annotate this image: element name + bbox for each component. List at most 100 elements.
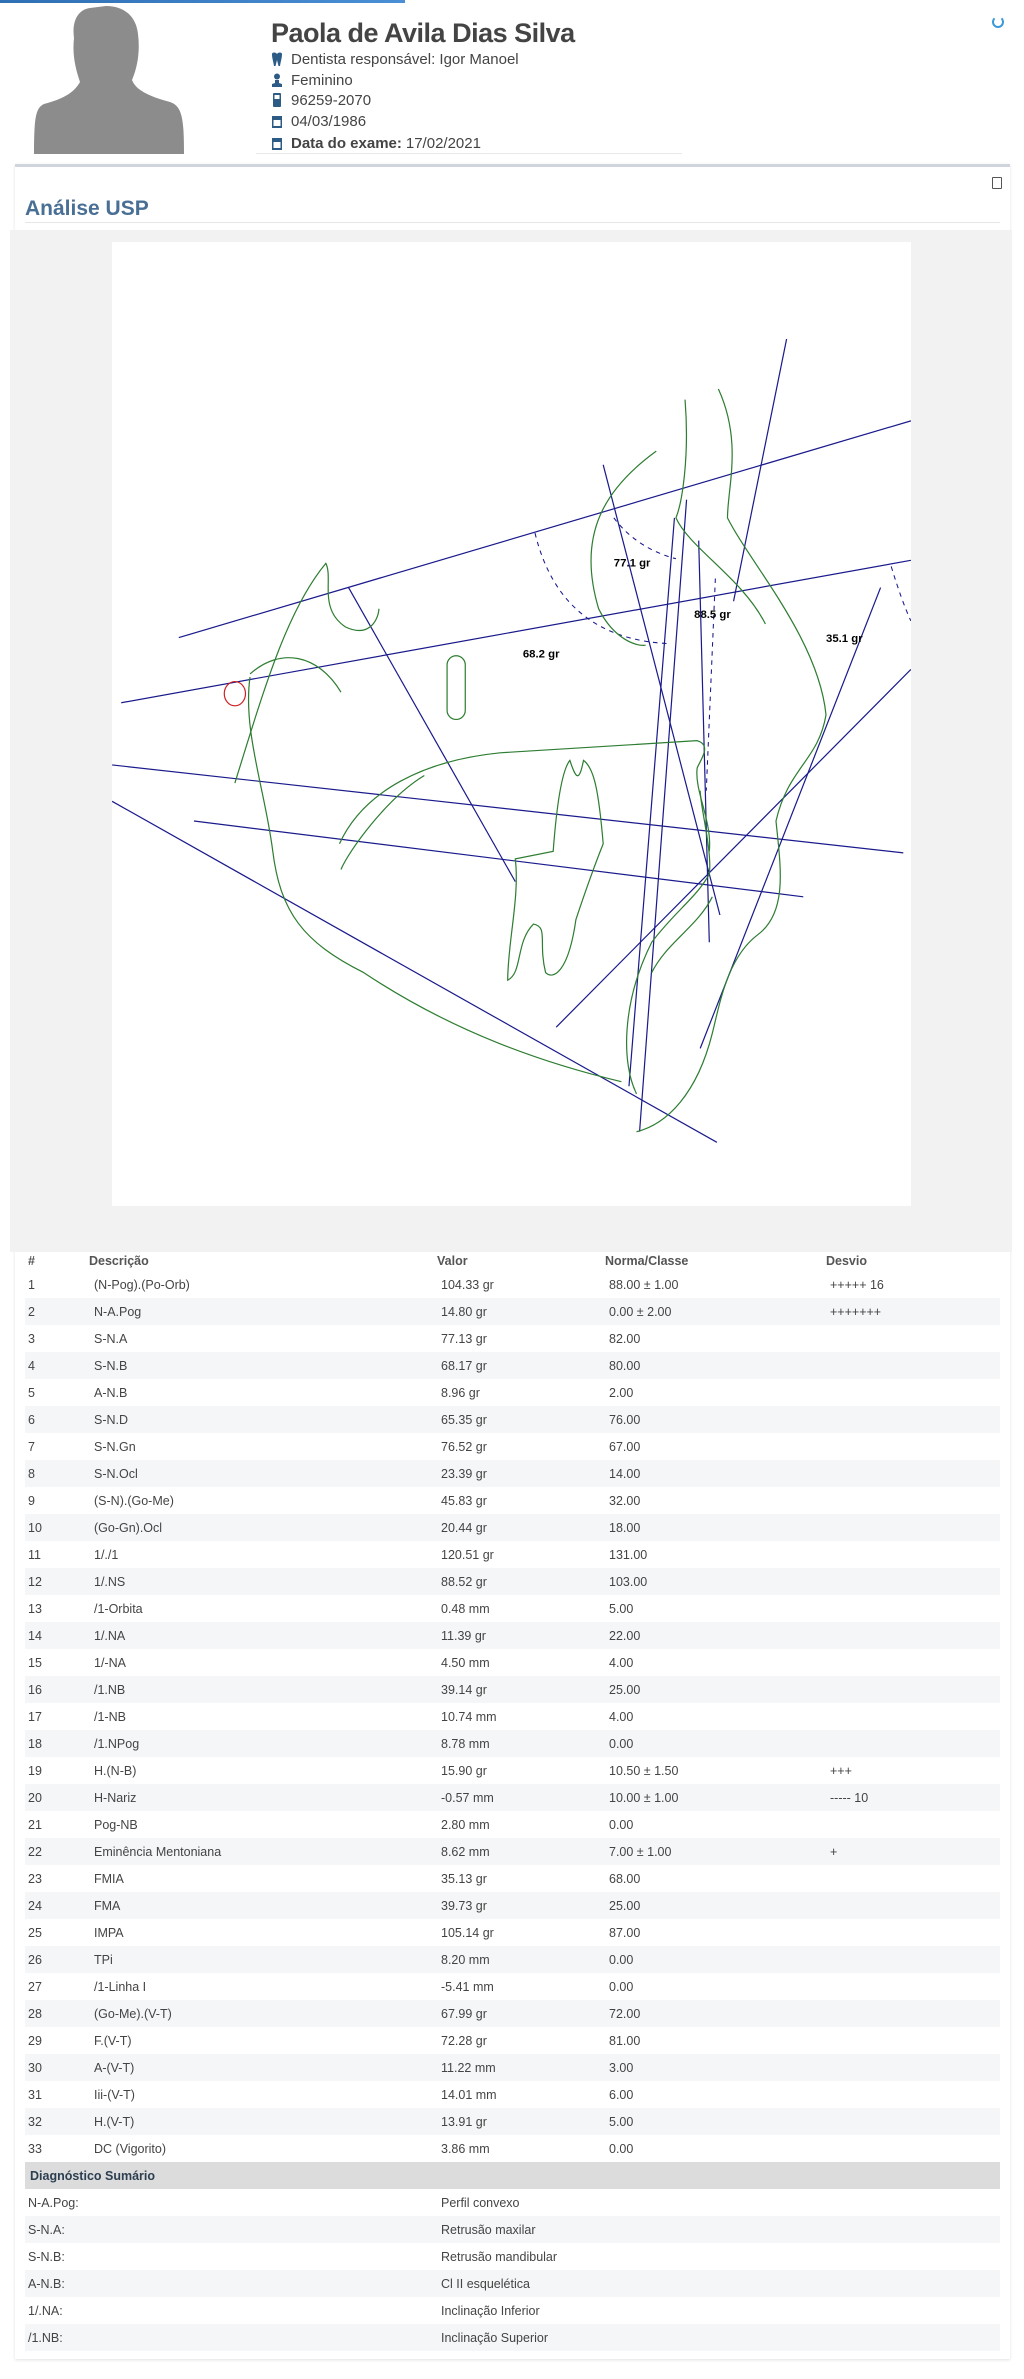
row-deviation: ----- 10 (830, 1791, 869, 1805)
tracing-line-ramus (348, 587, 516, 882)
row-value: 8.20 mm (441, 1953, 490, 1967)
diagnosis-measure: /1.NB: (28, 2331, 63, 2345)
row-number: 22 (28, 1845, 42, 1859)
row-number: 12 (28, 1575, 42, 1589)
row-description: /1-NB (94, 1710, 126, 1724)
row-description: S-N.Gn (94, 1440, 136, 1454)
row-value: 76.52 gr (441, 1440, 487, 1454)
anatomy-molar (507, 759, 604, 982)
diagnosis-header: Diagnóstico Sumário (25, 2162, 1000, 2189)
row-value: 65.35 gr (441, 1413, 487, 1427)
row-number: 16 (28, 1683, 42, 1697)
row-value: 4.50 mm (441, 1656, 490, 1670)
row-norm: 0.00 (609, 1980, 634, 1994)
anatomy-ramus (247, 676, 622, 1083)
row-description: S-N.Ocl (94, 1467, 138, 1481)
row-norm: 10.00 ± 1.00 (609, 1791, 679, 1805)
diagnosis-result: Inclinação Superior (441, 2331, 549, 2345)
row-value: 14.80 gr (441, 1305, 487, 1319)
document-icon[interactable] (992, 177, 1002, 189)
row-norm: 0.00 ± 2.00 (609, 1305, 672, 1319)
row-number: 10 (28, 1521, 42, 1535)
diagnosis-result: Perfil convexo (441, 2196, 520, 2210)
row-number: 20 (28, 1791, 42, 1805)
row-norm: 82.00 (609, 1332, 641, 1346)
row-value: 45.83 gr (441, 1494, 487, 1508)
row-number: 17 (28, 1710, 42, 1724)
row-description: /1.NB (94, 1683, 126, 1697)
row-norm: 25.00 (609, 1899, 641, 1913)
row-description: (N-Pog).(Po-Orb) (94, 1278, 190, 1292)
section-title: Análise USP (25, 197, 149, 220)
diagnosis-title: Diagnóstico Sumário (30, 2169, 156, 2183)
row-norm: 81.00 (609, 2034, 641, 2048)
row-norm: 22.00 (609, 1629, 641, 1643)
row-deviation: +++++ 16 (830, 1278, 884, 1292)
row-number: 29 (28, 2034, 42, 2048)
diagnosis-row: S-N.A:Retrusão maxilar (25, 2216, 1000, 2243)
dentist-info: Dentista responsável: Igor Manoel (271, 49, 519, 69)
row-description: FMA (94, 1899, 121, 1913)
row-norm: 14.00 (609, 1467, 641, 1481)
row-description: (Go-Gn).Ocl (94, 1521, 163, 1535)
anatomy-pterygoid (446, 655, 466, 721)
diagnosis-row: A-N.B:Cl II esquelética (25, 2270, 1000, 2297)
row-value: 11.22 mm (441, 2061, 496, 2075)
tracing-line-mandibular (112, 800, 718, 1143)
dentist-label: Dentista responsável: Igor Manoel (291, 50, 519, 68)
row-value: 15.90 gr (441, 1764, 487, 1778)
row-description: /1-Linha I (94, 1980, 147, 1994)
row-number: 30 (28, 2061, 42, 2075)
tracing-container: 77.1 gr 88.5 gr 68.2 gr 35.1 gr (10, 230, 1012, 1252)
row-number: 32 (28, 2115, 42, 2129)
row-value: 68.17 gr (441, 1359, 487, 1373)
row-norm: 0.00 (609, 1953, 634, 1967)
row-value: 104.33 gr (441, 1278, 494, 1292)
row-norm: 88.00 ± 1.00 (609, 1278, 679, 1292)
row-number: 13 (28, 1602, 42, 1616)
row-description: S-N.B (94, 1359, 128, 1373)
angle-label-incisor: 88.5 gr (694, 609, 731, 621)
row-value: 105.14 gr (441, 1926, 494, 1940)
row-number: 33 (28, 2142, 42, 2156)
analysis-card: Análise USP (10, 164, 1012, 2359)
row-norm: 5.00 (609, 1602, 634, 1616)
row-number: 25 (28, 1926, 42, 1940)
row-number: 8 (28, 1467, 35, 1481)
row-value: -0.57 mm (441, 1791, 494, 1805)
row-description: IMPA (94, 1926, 124, 1940)
row-number: 11 (28, 1548, 41, 1562)
header-deviation: Desvio (826, 1254, 867, 1268)
row-value: 39.73 gr (441, 1899, 487, 1913)
angle-label-fmia: 35.1 gr (826, 633, 863, 645)
angle-label-sna: 77.1 gr (614, 557, 651, 569)
row-description: DC (Vigorito) (94, 2142, 167, 2156)
row-number: 31 (28, 2088, 42, 2102)
diagnosis-row: N-A.Pog:Perfil convexo (25, 2189, 1000, 2216)
row-number: 23 (28, 1872, 42, 1886)
tracing-line-nb (638, 499, 688, 1132)
row-norm: 6.00 (609, 2088, 634, 2102)
diagnosis-result: Retrusão maxilar (441, 2223, 536, 2237)
diagnosis-measure: A-N.B: (28, 2277, 65, 2291)
anatomy-symphysis (626, 790, 713, 1095)
diagnosis-result: Retrusão mandibular (441, 2250, 558, 2264)
diagnosis-result: Inclinação Inferior (441, 2304, 540, 2318)
